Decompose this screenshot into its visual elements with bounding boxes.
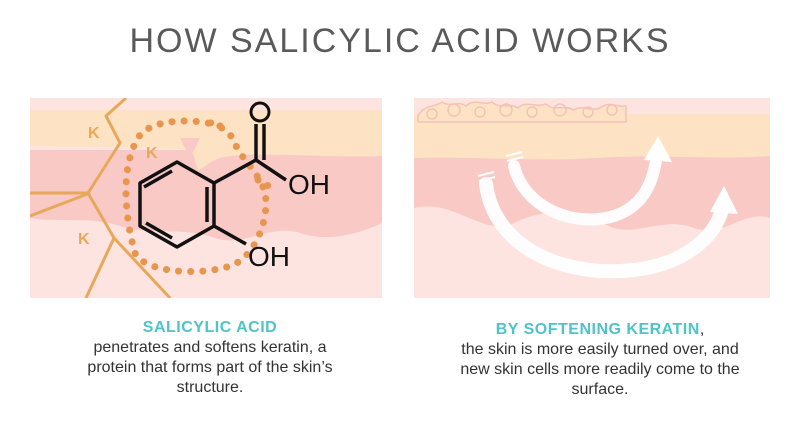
acid-group-label: OH: [288, 169, 330, 200]
inner-turnover-arrow: [508, 154, 662, 226]
caption-heading: SALICYLIC ACID: [142, 319, 278, 336]
caption-line: surface.: [571, 381, 629, 398]
right-caption: BY SOFTENING KERATIN, the skin is more e…: [420, 320, 780, 400]
caption-line: structure.: [176, 379, 244, 396]
page-title: HOW SALICYLIC ACID WORKS: [129, 22, 671, 60]
absorption-dotted-path: [254, 176, 272, 198]
shedding-cells: [417, 101, 627, 123]
turnover-arrows: [479, 154, 729, 279]
outer-turnover-arrow: [479, 177, 729, 279]
caption-heading: BY SOFTENING KERATIN: [495, 321, 700, 338]
caption-heading-suffix: ,: [699, 321, 705, 338]
arrow-tail-stripes: [477, 151, 524, 182]
keratin-label: K: [88, 125, 100, 142]
absorption-dotted-path: [122, 116, 270, 276]
skin-top-notch: [180, 138, 200, 158]
skin-top-layer: [30, 110, 382, 170]
oxygen-atom: [249, 101, 271, 123]
inner-arrow-head: [644, 136, 672, 162]
outer-arrow-head: [710, 186, 738, 214]
caption-line: new skin cells more readily come to the: [460, 361, 740, 378]
keratin-label: K: [146, 145, 158, 162]
keratin-structure: [30, 98, 172, 298]
skin-top-layer: [414, 114, 770, 160]
skin-turnover-illustration: [414, 98, 770, 298]
keratin-label: K: [78, 231, 90, 248]
salicylic-acid-illustration: K K K O OH OH: [30, 98, 382, 298]
skin-middle-layer: [414, 148, 770, 231]
hydroxyl-group-label: OH: [248, 241, 290, 272]
left-caption: SALICYLIC ACID penetrates and softens ke…: [40, 318, 380, 398]
salicylic-acid-molecule: [138, 124, 287, 249]
caption-line: penetrates and softens keratin, a: [93, 339, 327, 356]
caption-line: the skin is more easily turned over, and: [461, 341, 739, 358]
caption-line: protein that forms part of the skin’s: [87, 359, 333, 376]
